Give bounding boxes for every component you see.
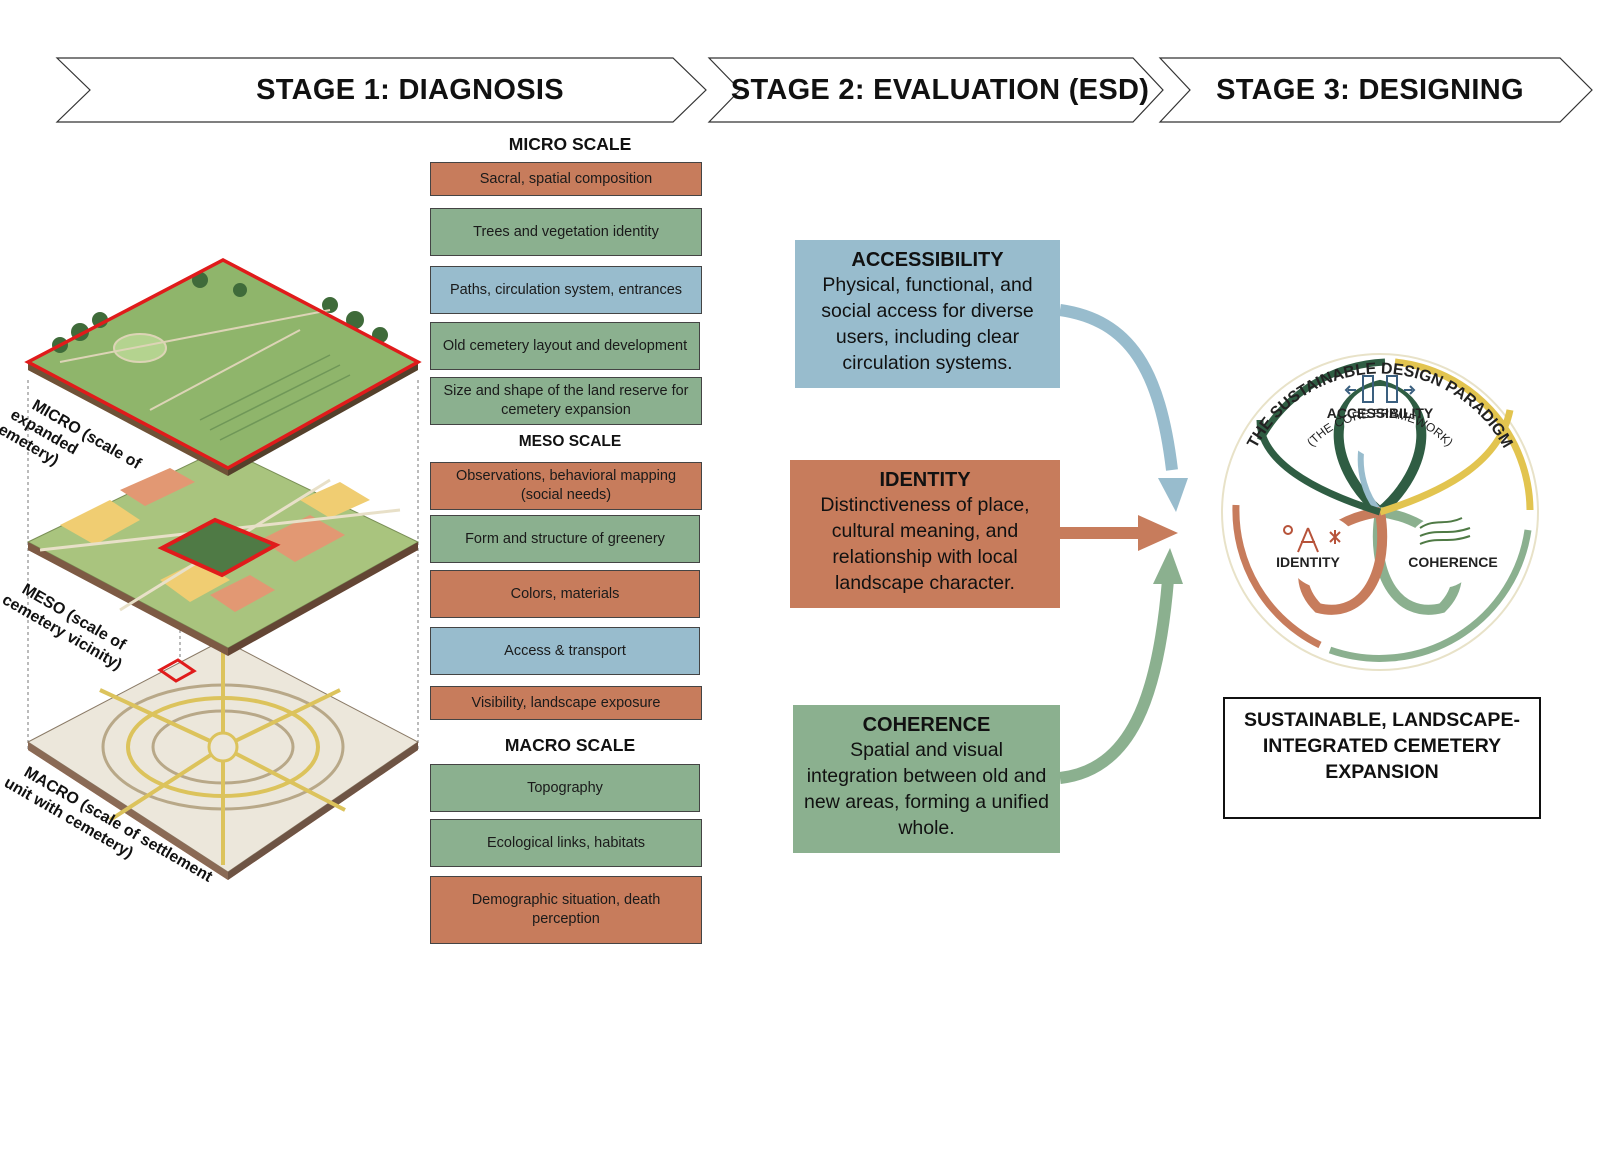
factor-box: Observations, behavioral mapping (social… (430, 462, 702, 510)
meso-scale-title: MESO SCALE (518, 433, 622, 450)
micro-highlight (24, 258, 422, 470)
meso-layer (26, 447, 420, 656)
factor-box: Access & transport (430, 627, 700, 675)
stage1-chevron (55, 57, 707, 123)
macro-highlight (157, 658, 197, 683)
coherence-arrow (1059, 579, 1174, 784)
factor-box: Ecological links, habitats (430, 819, 702, 867)
factor-box: Form and structure of greenery (430, 515, 700, 563)
coherence-evaluation-text: Spatial and visual integration between o… (804, 739, 1049, 839)
accessibility-doors-icon (1344, 375, 1416, 403)
factor-box: Old cemetery layout and development (430, 322, 700, 370)
coherence-evaluation-title: COHERENCE (862, 714, 991, 736)
stage3-title: STAGE 3: DESIGNING (1216, 73, 1524, 106)
meso-highlight (157, 517, 281, 578)
factor-box: Paths, circulation system, entrances (430, 266, 702, 314)
stage3-chevron (1158, 57, 1593, 123)
factor-box: Colors, materials (430, 570, 700, 618)
accessibility-arrow (1059, 304, 1178, 471)
stage1-title: STAGE 1: DIAGNOSIS (256, 73, 564, 106)
micro-scale-title: MICRO SCALE (508, 134, 632, 154)
isometric-layers-illustration (24, 258, 422, 880)
factor-box: Sacral, spatial composition (430, 162, 702, 196)
accessibility-evaluation-title: ACCESSIBILITY (851, 249, 1004, 271)
identity-evaluation-text: Distinctiveness of place, cultural meani… (820, 494, 1030, 594)
coherence-evaluation-box: COHERENCE Spatial and visual integration… (793, 705, 1060, 853)
factor-box: Size and shape of the land reserve for c… (430, 377, 702, 425)
eiffel-tower-pin-icon (1283, 525, 1341, 553)
factor-box: Trees and vegetation identity (430, 208, 702, 256)
result-box: SUSTAINABLE, LANDSCAPE-INTEGRATED CEMETE… (1223, 697, 1541, 819)
identity-evaluation-title: IDENTITY (879, 469, 971, 491)
paradigm-emblem: ACCESSIBILITY IDENTITY COHERENCE THE SUS… (1221, 353, 1539, 671)
landscape-hills-icon (1419, 517, 1471, 545)
factor-box: Topography (430, 764, 700, 812)
result-text: SUSTAINABLE, LANDSCAPE-INTEGRATED CEMETE… (1244, 709, 1520, 783)
identity-evaluation-box: IDENTITY Distinctiveness of place, cultu… (790, 460, 1060, 608)
stage2-title: STAGE 2: EVALUATION (ESD) (730, 73, 1150, 106)
accessibility-evaluation-text: Physical, functional, and social access … (821, 274, 1034, 374)
paradigm-label-accessibility: ACCESSIBILITY (1327, 405, 1434, 421)
paradigm-label-coherence: COHERENCE (1408, 554, 1497, 570)
accessibility-evaluation-box: ACCESSIBILITY Physical, functional, and … (795, 240, 1060, 388)
macro-layer (27, 639, 419, 880)
factor-box: Visibility, landscape exposure (430, 686, 702, 720)
macro-scale-title: MACRO SCALE (504, 735, 636, 755)
paradigm-label-identity: IDENTITY (1276, 554, 1340, 570)
micro-layer (24, 258, 422, 476)
stage-chevrons (55, 57, 1593, 123)
factor-box: Demographic situation, death perception (430, 876, 702, 944)
stage2-chevron (707, 57, 1164, 123)
